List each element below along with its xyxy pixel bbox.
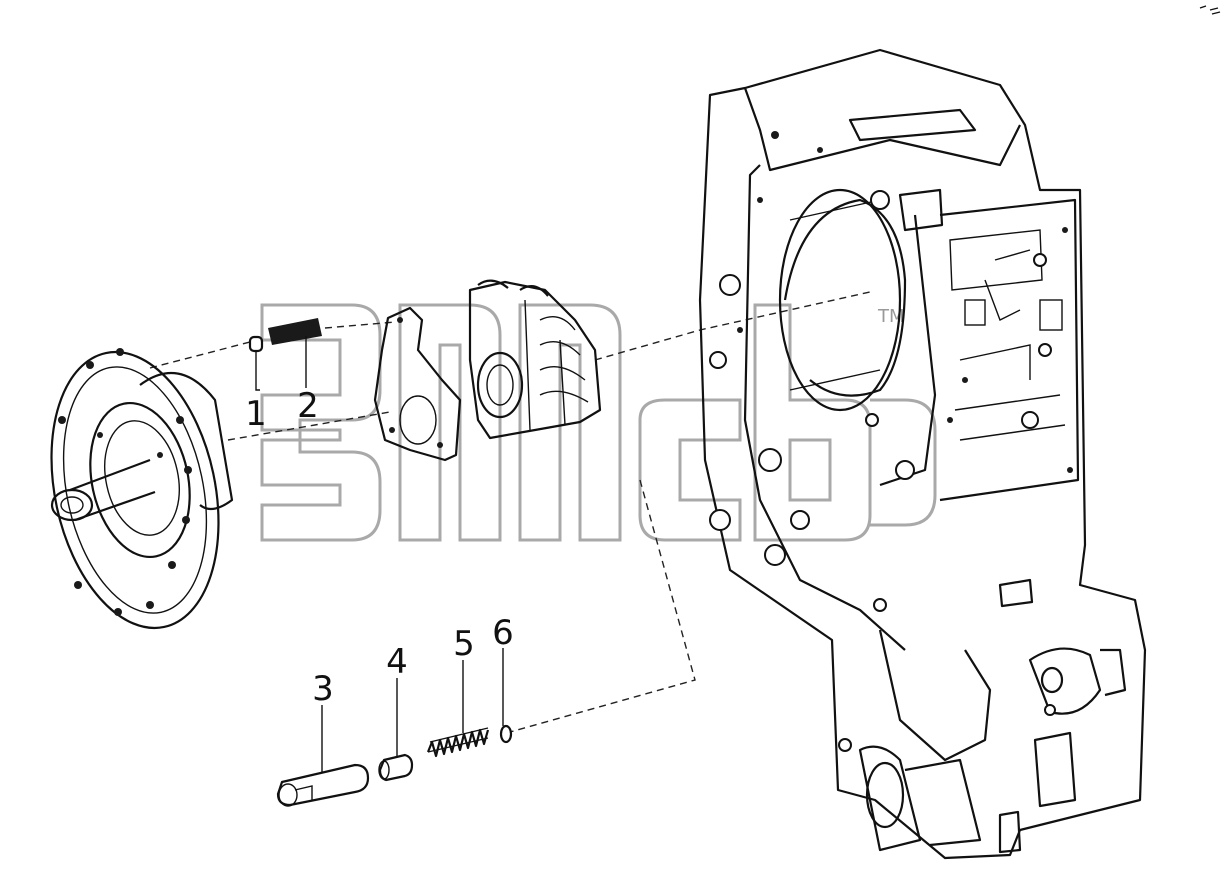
part-1-pin — [248, 335, 264, 391]
pump-housing — [50, 348, 234, 630]
part-5-spring — [426, 660, 490, 758]
part-label-3: 3 — [312, 669, 334, 709]
part-2-plug — [268, 318, 322, 388]
trademark-mark: TM — [877, 306, 905, 327]
part-label-4: 4 — [386, 642, 408, 682]
part-labels: 1 2 3 4 5 6 — [245, 386, 514, 709]
part-label-6: 6 — [492, 613, 514, 653]
corner-mark — [1199, 5, 1221, 15]
part-label-2: 2 — [297, 386, 319, 426]
part-label-5: 5 — [453, 624, 475, 664]
part-4-sleeve — [378, 678, 414, 782]
valve-body — [468, 279, 602, 440]
part-6-washer — [499, 648, 513, 744]
assembly-lines — [149, 291, 871, 733]
transmission-case — [698, 48, 1147, 860]
gasket-plate — [373, 306, 462, 462]
watermark-logo: TM — [260, 303, 937, 542]
part-3-spool — [276, 705, 370, 807]
part-label-1: 1 — [245, 394, 267, 434]
